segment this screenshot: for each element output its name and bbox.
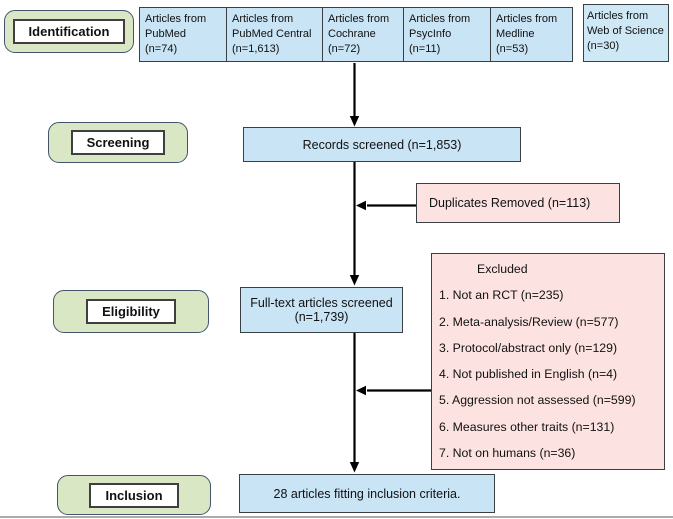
duplicates-removed-box: Duplicates Removed (n=113) [416,183,620,223]
arrow-excluded-to-flow [356,385,431,396]
source-box-cochrane: Articles from Cochrane (n=72) [322,7,404,62]
arrow-sources-to-screened [349,63,360,127]
source-box-pubmed: Articles from PubMed (n=74) [139,7,227,62]
excluded-item: 3. Protocol/abstract only (n=129) [439,340,618,355]
excluded-item: 4. Not published in English (n=4) [439,367,618,382]
excluded-box: Excluded 1. Not an RCT (n=235) 2. Meta-a… [431,253,665,470]
excluded-item: 7. Not on humans (n=36) [439,445,576,460]
arrow-screened-to-fulltext [349,162,360,286]
stage-identification: Identification [4,10,134,53]
figure-bottom-border [0,516,673,518]
excluded-title: Excluded [477,262,528,276]
inclusion-result-box: 28 articles fitting inclusion criteria. [239,474,495,513]
arrow-duplicates-to-flow [356,200,416,211]
stage-screening-label: Screening [70,130,166,155]
stage-screening: Screening [48,122,188,163]
arrow-fulltext-to-inclusion [349,333,360,473]
stage-inclusion: Inclusion [57,475,211,515]
stage-identification-label: Identification [12,19,126,44]
source-box-medline: Articles from Medline (n=53) [490,7,573,62]
excluded-item: 1. Not an RCT (n=235) [439,288,564,303]
source-box-web-of-science: Articles from Web of Science (n=30) [583,4,669,62]
excluded-item: 6. Measures other traits (n=131) [439,419,615,434]
stage-eligibility: Eligibility [53,290,209,333]
excluded-item: 5. Aggression not assessed (n=599) [439,393,636,408]
stage-inclusion-label: Inclusion [89,482,179,508]
source-box-psycinfo: Articles from PsycInfo (n=11) [403,7,491,62]
source-box-pubmed-central: Articles from PubMed Central (n=1,613) [226,7,323,62]
excluded-item: 2. Meta-analysis/Review (n=577) [439,314,619,329]
stage-eligibility-label: Eligibility [86,299,176,324]
records-screened-box: Records screened (n=1,853) [243,127,521,162]
fulltext-screened-box: Full-text articles screened (n=1,739) [240,287,403,333]
